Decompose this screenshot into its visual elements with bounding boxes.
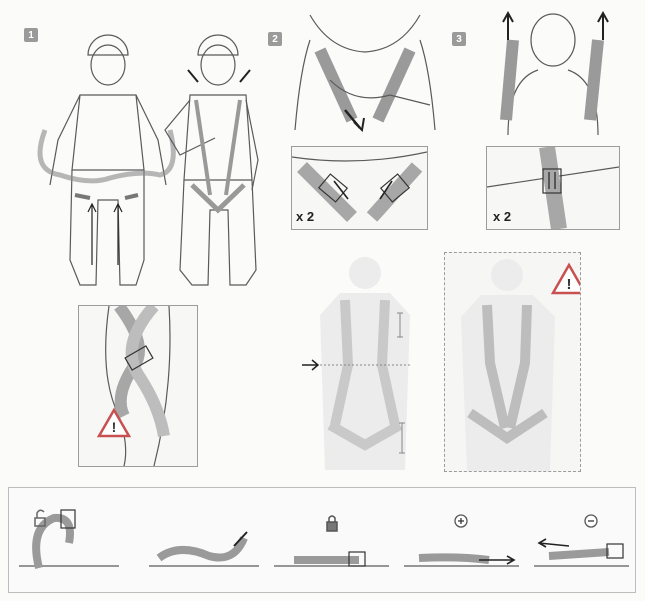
plus-icon: [455, 515, 467, 527]
step-3-badge: 3: [452, 32, 466, 46]
step-3-detail-panel: x 2: [486, 146, 620, 230]
svg-text:!: !: [567, 276, 572, 293]
arrow-right-icon: [302, 360, 318, 370]
step-2-multiplier: x 2: [296, 209, 314, 224]
incorrect-fit-panel: !: [444, 252, 581, 472]
step-2-badge: 2: [268, 32, 282, 46]
leg-strap-warning-panel: !: [78, 305, 198, 467]
lock-icon: [327, 516, 337, 531]
step-1-illustration: [20, 20, 270, 295]
correct-fit-illustration: [300, 255, 425, 470]
step-3-illustration: [478, 10, 628, 135]
svg-text:!: !: [112, 419, 117, 435]
minus-icon: [585, 515, 597, 527]
buckle-sequence-strip: [8, 487, 636, 593]
buckle-sequence-drawing: [9, 488, 635, 592]
warning-triangle-icon: !: [553, 265, 580, 293]
step-2-detail-panel: x 2: [291, 146, 428, 230]
step-3-multiplier: x 2: [493, 209, 511, 224]
step-2-illustration: [290, 10, 440, 135]
incorrect-fit-illustration: !: [445, 253, 580, 471]
leg-strap-drawing: !: [79, 306, 197, 466]
